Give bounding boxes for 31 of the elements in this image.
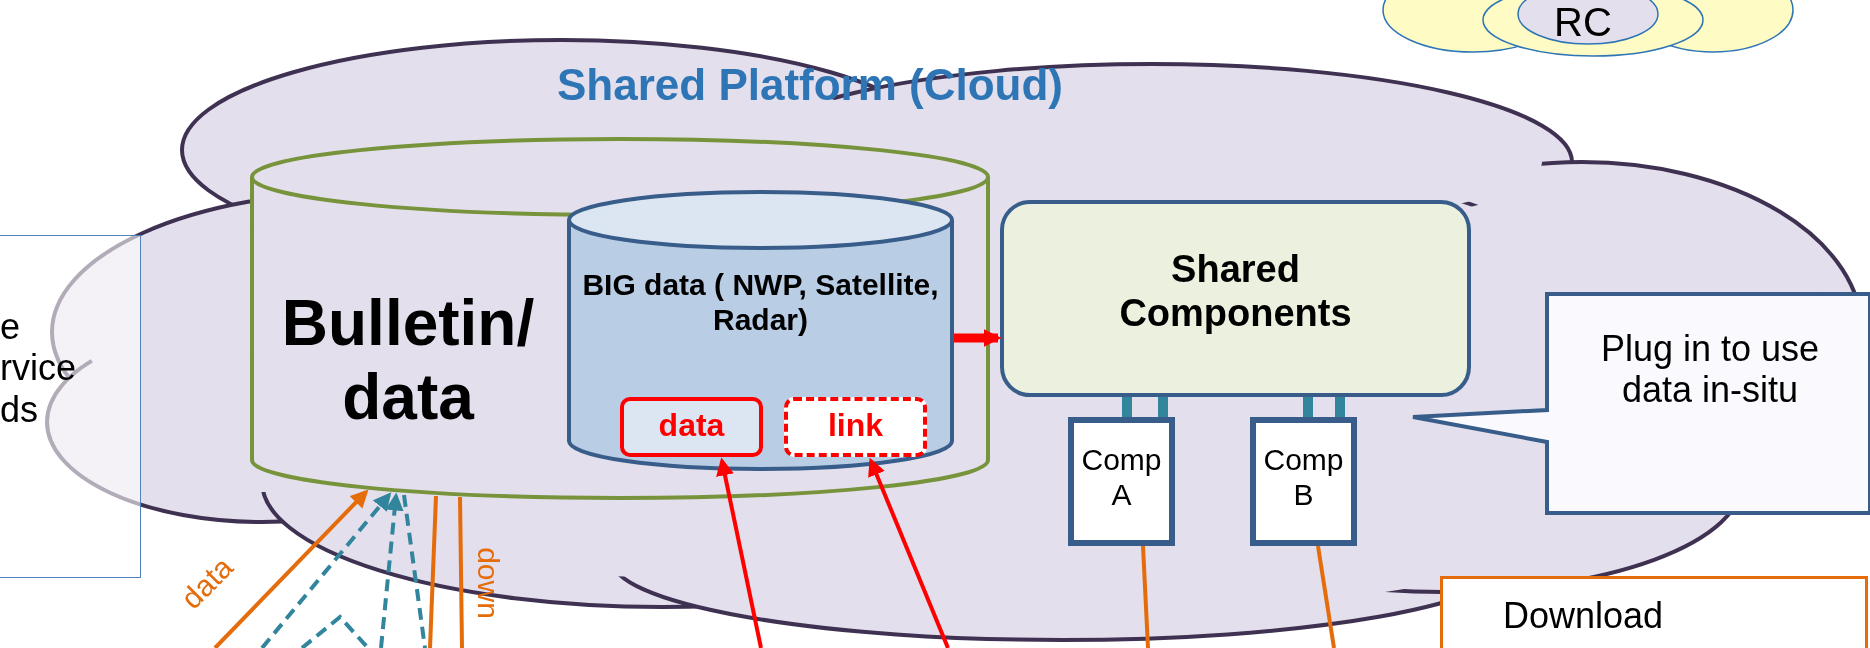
edge-label: data	[174, 550, 240, 616]
tag-label: data	[657, 407, 726, 444]
arrow	[260, 492, 392, 648]
tag-label: link	[826, 407, 885, 444]
callout-text: Plug in to use data in-situ	[1599, 328, 1821, 411]
link-tag	[784, 397, 927, 457]
connector-line	[1316, 545, 1336, 648]
component-label: Shared Components	[1118, 248, 1353, 336]
component-label: Comp B	[1262, 443, 1345, 512]
connector-line	[1141, 545, 1150, 648]
connector-line	[458, 496, 464, 648]
text-box	[0, 235, 141, 578]
cylinder-label: Bulletin/ data	[280, 287, 536, 435]
box-text: e rvice ds	[0, 306, 77, 431]
cloud-label: RC	[1553, 2, 1613, 42]
data-tag	[620, 397, 763, 457]
component-box	[1000, 200, 1471, 397]
connector-line	[428, 495, 438, 648]
arrow	[379, 492, 404, 648]
component-label: Comp A	[1080, 443, 1163, 512]
edge-label: down	[470, 547, 505, 619]
component-box	[1250, 417, 1357, 546]
arrow	[716, 457, 763, 648]
arrow	[954, 329, 1002, 347]
database-label: BIG data ( NWP, Satellite, Radar)	[581, 268, 940, 337]
component-box	[1068, 417, 1175, 546]
connector-line	[402, 494, 427, 648]
arrow	[868, 457, 950, 648]
text-box	[1440, 576, 1868, 648]
arrow	[213, 489, 369, 648]
box-text: Download	[1503, 595, 1665, 637]
